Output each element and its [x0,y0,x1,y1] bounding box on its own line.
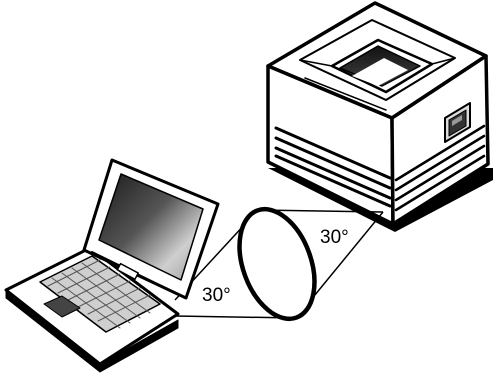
angle-label-right: 30° [320,227,349,248]
angle-label-left: 30° [202,285,231,306]
laptop-icon [6,160,218,372]
printer-icon [268,3,493,232]
